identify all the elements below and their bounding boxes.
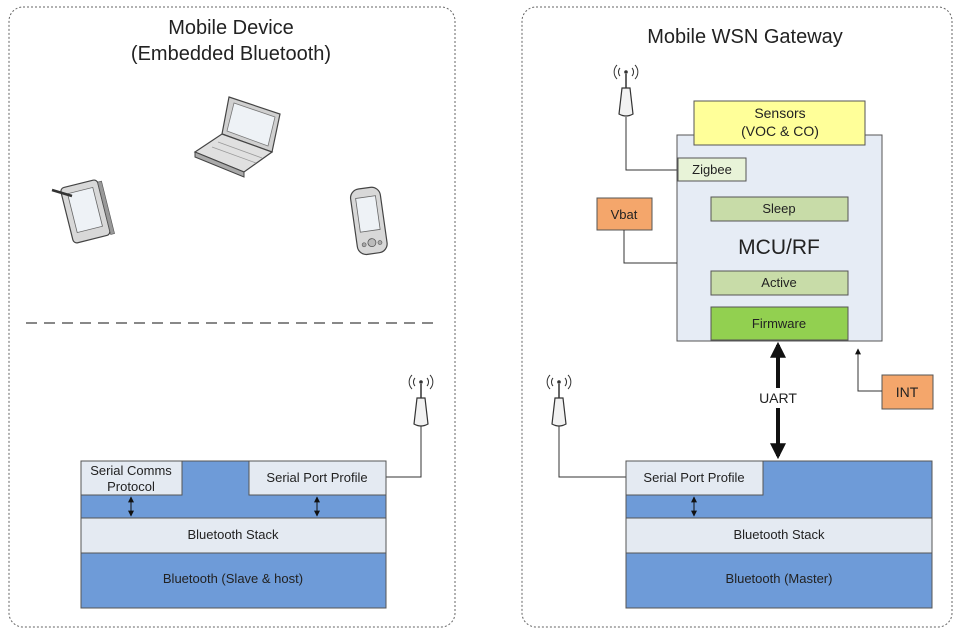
vbat-label: Vbat <box>611 207 638 222</box>
vbat-connector <box>623 230 677 264</box>
bluetooth-slave-host <box>80 552 387 609</box>
serial-port-profile-left-label: Serial Port Profile <box>266 470 367 485</box>
laptop-icon <box>193 96 281 178</box>
firmware-box <box>710 306 849 341</box>
vbat-box <box>596 197 653 231</box>
bluetooth-stack-left <box>80 517 387 554</box>
int-box <box>881 374 934 410</box>
serial-port-profile-right-label: Serial Port Profile <box>643 470 744 485</box>
serial-comms-label-2: Protocol <box>107 479 155 494</box>
tablet-icon <box>51 179 115 244</box>
sensors-label-1: Sensors <box>754 105 805 121</box>
uart-label: UART <box>759 390 797 406</box>
bluetooth-stack-right <box>625 517 933 554</box>
bluetooth-stack-right-label: Bluetooth Stack <box>733 527 825 542</box>
mcu-rf-label: MCU/RF <box>738 236 820 259</box>
antenna-icon <box>408 374 434 427</box>
mobile-wsn-gateway-panel <box>521 6 953 628</box>
mobile-device-title: Mobile Device <box>168 17 294 39</box>
pda-icon <box>349 186 388 256</box>
serial-comms-protocol-box <box>80 460 183 496</box>
sleep-box <box>710 196 849 222</box>
zigbee-antenna-connector <box>625 117 678 171</box>
sensors-box <box>693 100 866 146</box>
mobile-device-subtitle: (Embedded Bluetooth) <box>131 43 331 65</box>
mobile-device-panel <box>8 6 456 628</box>
zigbee-label: Zigbee <box>692 162 732 177</box>
active-box <box>710 270 849 296</box>
active-label: Active <box>761 275 796 290</box>
sleep-label: Sleep <box>762 201 795 216</box>
mobile-wsn-gateway-title: Mobile WSN Gateway <box>647 26 843 48</box>
bluetooth-antenna-icon <box>546 374 572 427</box>
sensors-label-2: (VOC & CO) <box>741 123 819 139</box>
bluetooth-master-label: Bluetooth (Master) <box>726 571 833 586</box>
int-connector <box>855 348 882 392</box>
serial-port-profile-left <box>248 460 387 496</box>
int-label: INT <box>896 384 919 400</box>
bluetooth-slave-host-label: Bluetooth (Slave & host) <box>163 571 303 586</box>
firmware-label: Firmware <box>752 316 806 331</box>
zigbee-antenna-icon <box>613 64 639 117</box>
antenna-connector <box>385 426 422 478</box>
bluetooth-stack-left-label: Bluetooth Stack <box>187 527 279 542</box>
bluetooth-antenna-connector <box>558 426 626 478</box>
serial-comms-label-1: Serial Comms <box>90 463 172 478</box>
zigbee-box <box>677 157 747 182</box>
bluetooth-master <box>625 552 933 609</box>
serial-port-profile-right <box>625 460 764 496</box>
